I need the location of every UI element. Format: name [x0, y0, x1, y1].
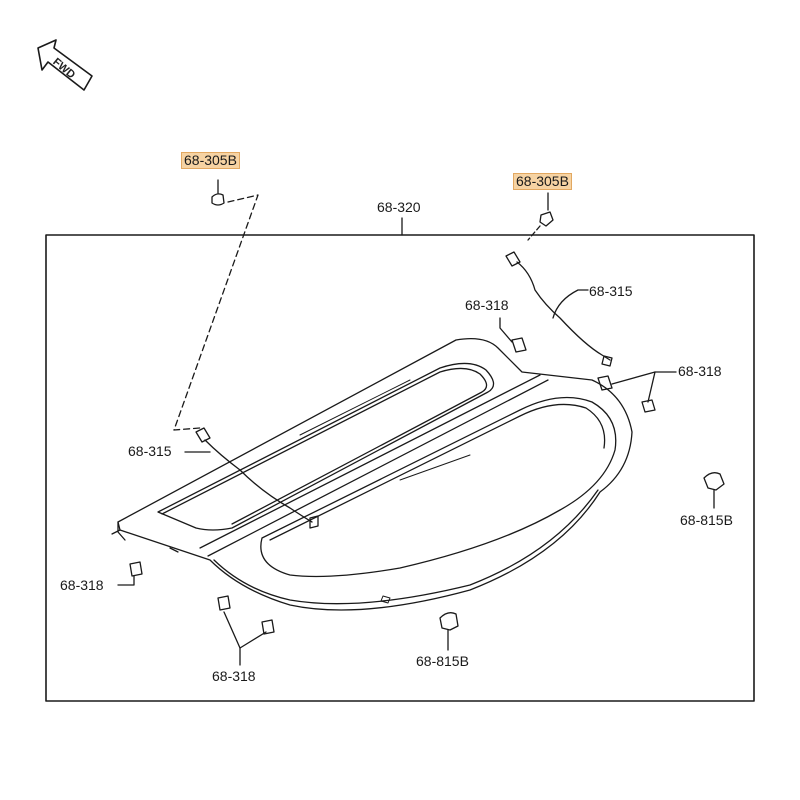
clip-318-right-pair	[597, 371, 677, 413]
callout-68-318-right: 68-318	[678, 363, 722, 379]
callout-68-315-left: 68-315	[128, 443, 172, 459]
clip-305b-right	[539, 192, 554, 227]
clip-318-upper	[499, 317, 527, 353]
harness-315-left	[184, 427, 319, 529]
callout-68-815b-right: 68-815B	[680, 512, 733, 528]
callout-68-318-upper: 68-318	[465, 297, 509, 313]
clip-305b-left	[211, 179, 225, 206]
callout-68-305b-right: 68-305B	[513, 173, 572, 190]
callout-68-815b-bottom: 68-815B	[416, 653, 469, 669]
callout-68-315-right: 68-315	[589, 283, 633, 299]
callout-68-318-bottom: 68-318	[212, 668, 256, 684]
harness-315-right	[505, 251, 613, 367]
diagram-frame	[45, 234, 755, 702]
grommet-815b-right	[703, 472, 725, 509]
callout-68-318-lower-left: 68-318	[60, 577, 104, 593]
package-tray	[111, 337, 633, 611]
clip-318-lower-left	[117, 561, 143, 586]
grommet-815b-bottom	[439, 612, 459, 651]
callout-68-320: 68-320	[377, 199, 421, 215]
fwd-arrow-icon	[37, 39, 93, 91]
clip-318-bottom-pair	[217, 595, 275, 666]
callout-68-305b-left: 68-305B	[181, 152, 240, 169]
